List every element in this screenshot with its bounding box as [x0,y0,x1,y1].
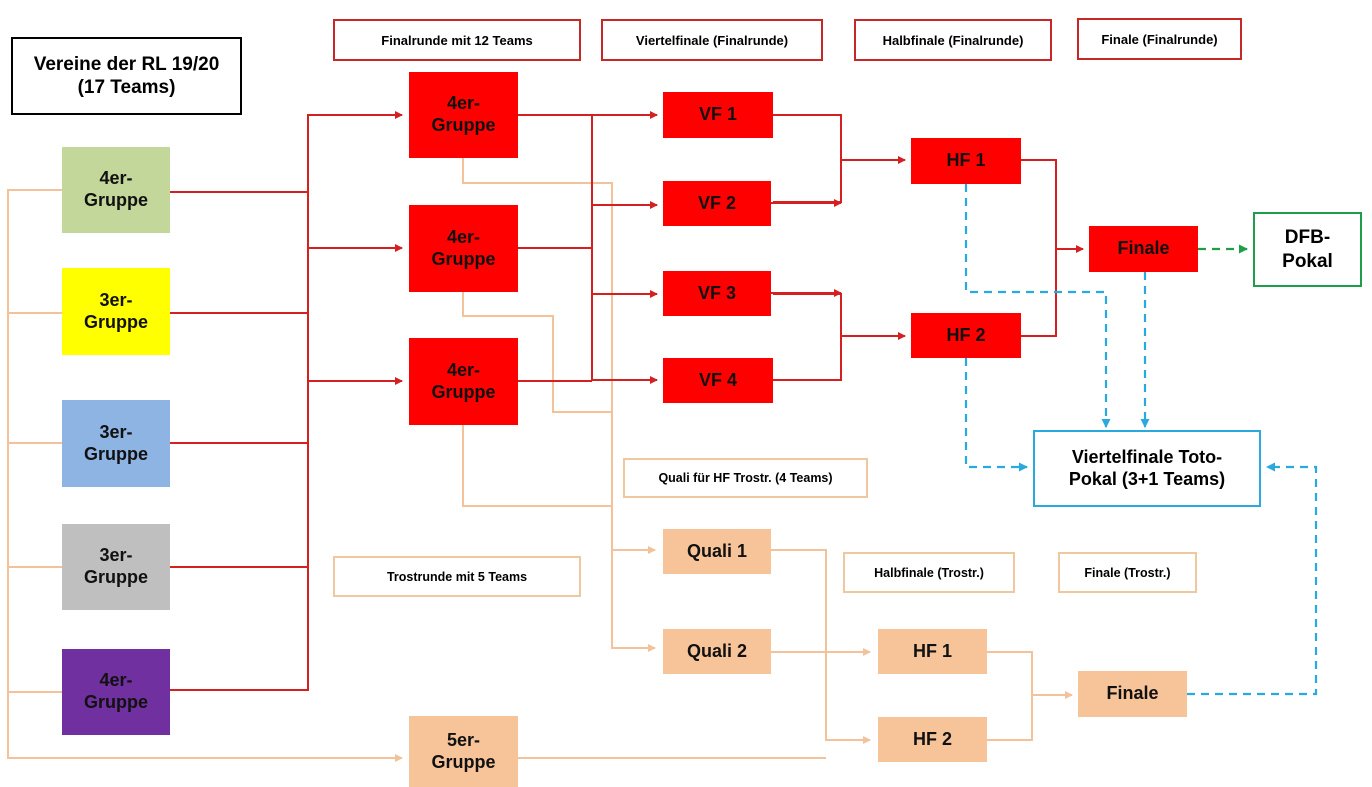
group-4er-purple: 4er- Gruppe [62,649,170,735]
toto-pokal: Viertelfinale Toto- Pokal (3+1 Teams) [1033,430,1261,507]
label-finalrunde: Finalrunde mit 12 Teams [333,19,581,61]
vf-1: VF 1 [663,92,773,138]
final-group-1: 4er- Gruppe [409,72,518,158]
hf-2: HF 2 [911,313,1021,358]
label-viertelfinale: Viertelfinale (Finalrunde) [601,19,823,61]
group-4er-green: 4er- Gruppe [62,147,170,233]
quali-1: Quali 1 [663,529,771,574]
label-finale: Finale (Finalrunde) [1077,18,1242,60]
hf-1: HF 1 [911,138,1021,184]
trost-hf-1: HF 1 [878,629,987,674]
vf-3: VF 3 [663,271,771,316]
label-halbfinale-trostr: Halbfinale (Trostr.) [843,552,1015,593]
label-halbfinale: Halbfinale (Finalrunde) [854,19,1052,61]
title-box: Vereine der RL 19/20 (17 Teams) [11,37,242,115]
finale: Finale [1089,226,1198,272]
final-group-3: 4er- Gruppe [409,338,518,425]
trost-hf-2: HF 2 [878,717,987,762]
dfb-pokal: DFB- Pokal [1253,212,1362,287]
vf-2: VF 2 [663,181,771,226]
label-trostrunde: Trostrunde mit 5 Teams [333,556,581,597]
group-3er-yellow: 3er- Gruppe [62,268,170,355]
vf-4: VF 4 [663,358,773,403]
label-finale-trostr: Finale (Trostr.) [1058,552,1197,593]
label-quali: Quali für HF Trostr. (4 Teams) [623,458,868,498]
quali-2: Quali 2 [663,629,771,674]
trost-finale: Finale [1078,671,1187,717]
final-group-2: 4er- Gruppe [409,205,518,292]
group-3er-blue: 3er- Gruppe [62,400,170,487]
trost-group-5er: 5er- Gruppe [409,716,518,787]
group-3er-gray: 3er- Gruppe [62,524,170,610]
